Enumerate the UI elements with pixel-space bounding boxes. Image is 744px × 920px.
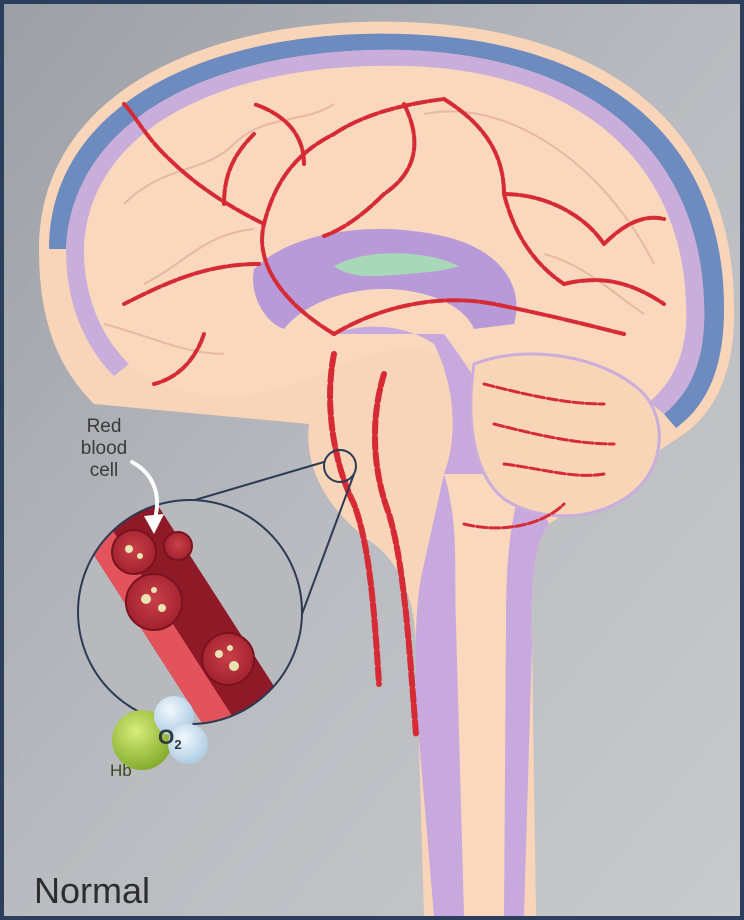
red-blood-cell-label: Red blood cell	[66, 416, 142, 482]
oxygen-subscript: 2	[174, 737, 181, 752]
oxygen-symbol: O	[158, 726, 174, 749]
figure-caption: Normal	[34, 870, 150, 912]
oxygen-label: O2	[158, 726, 182, 752]
hemoglobin-label: Hb	[110, 761, 132, 781]
